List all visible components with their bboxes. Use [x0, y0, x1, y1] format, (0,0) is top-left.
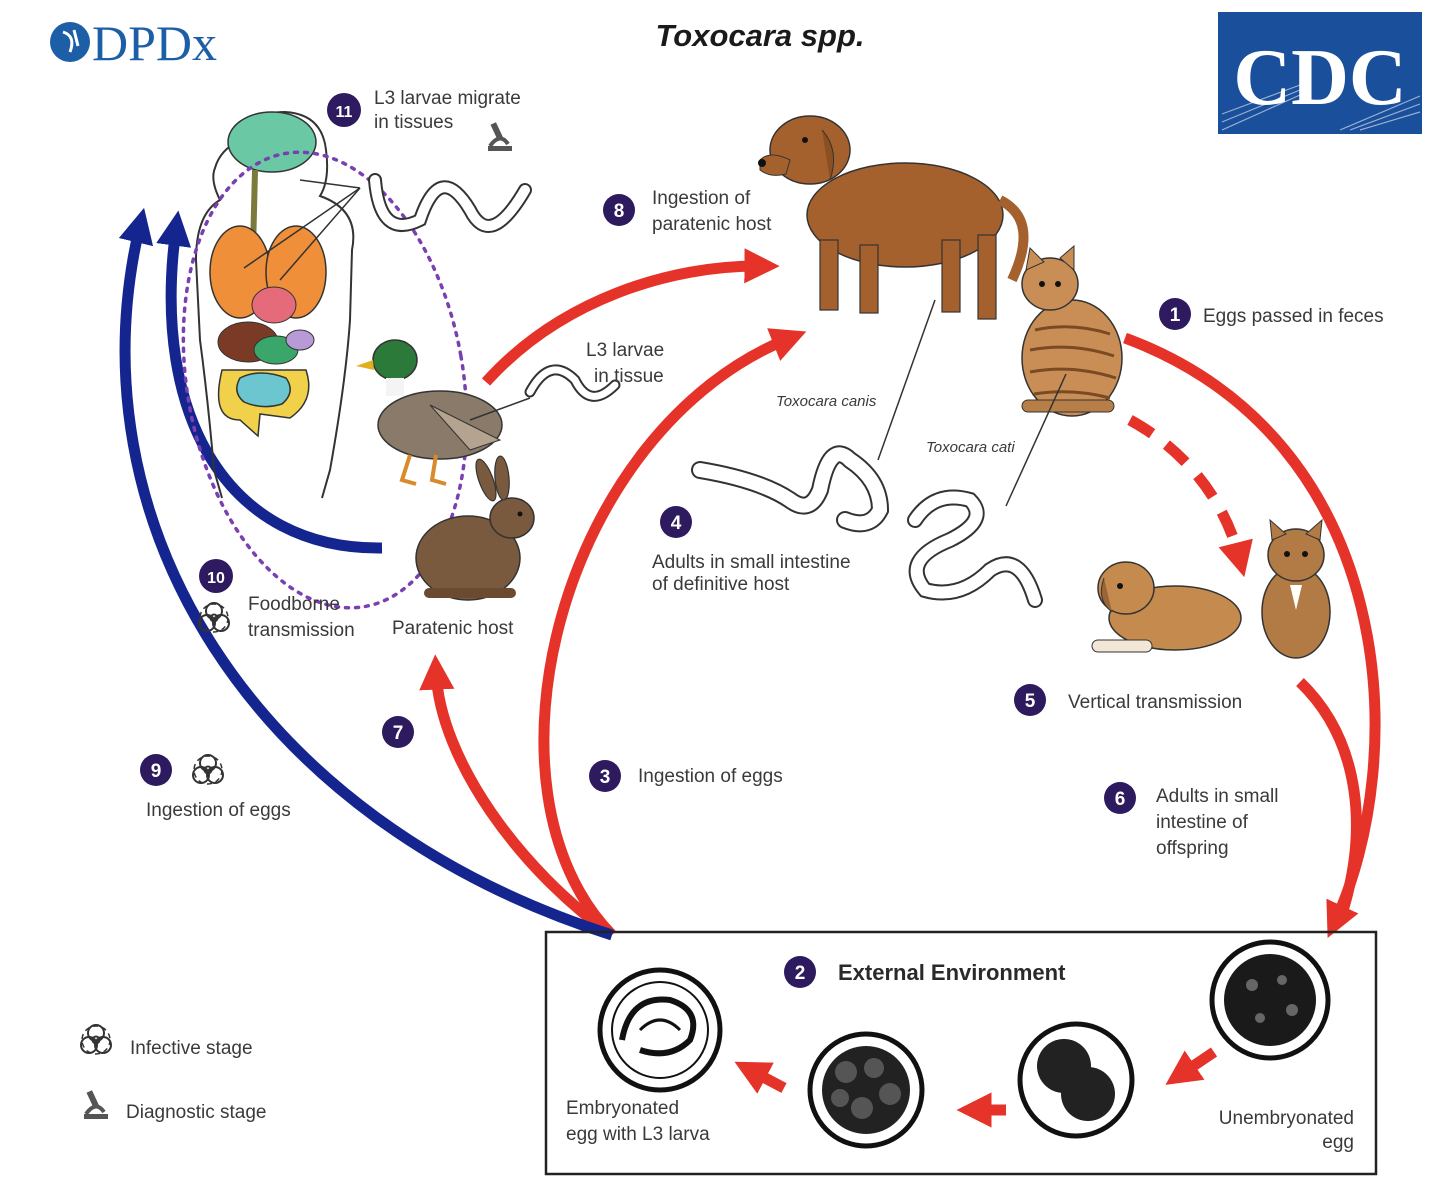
dog-illustration	[758, 115, 1029, 320]
legend-diagnostic-stage: Diagnostic stage	[126, 1102, 266, 1123]
svg-text:6: 6	[1115, 789, 1126, 810]
step-badge-5: 5	[1014, 684, 1046, 716]
brain-organ	[227, 111, 317, 173]
cdc-logo: CDC	[1218, 12, 1422, 134]
l3-tissue-label-line2: in tissue	[594, 366, 664, 387]
legend-infective-stage: Infective stage	[130, 1038, 253, 1059]
diagram-title: Toxocara spp.	[655, 18, 864, 53]
step-badge-11: 11	[327, 93, 361, 127]
arrow-human-ingestion-eggs	[118, 207, 614, 941]
puppy-illustration	[1091, 561, 1242, 653]
svg-text:2: 2	[795, 963, 806, 984]
step-8-label-line2: paratenic host	[652, 214, 772, 235]
svg-text:11: 11	[336, 104, 353, 121]
step-9-label: Ingestion of eggs	[146, 800, 291, 821]
svg-text:8: 8	[614, 201, 625, 222]
svg-text:9: 9	[151, 761, 162, 782]
l3-tissue-label-line1: L3 larvae	[586, 340, 664, 361]
egg-embryonated	[597, 967, 723, 1093]
svg-text:3: 3	[600, 767, 611, 788]
arrow-ingestion-paratenic	[481, 248, 780, 386]
small-intestine	[236, 372, 291, 408]
egg-cleavage-stage	[807, 1031, 925, 1149]
step-badge-4: 4	[660, 506, 692, 538]
cat-illustration	[1021, 244, 1123, 417]
step-6-label-line2: intestine of	[1156, 812, 1249, 833]
step-1-label: Eggs passed in feces	[1203, 306, 1384, 327]
dpdx-globe-icon	[50, 22, 90, 62]
step-10-label-line2: transmission	[248, 620, 355, 641]
step-badge-1: 1	[1159, 298, 1191, 330]
step-badge-8: 8	[603, 194, 635, 226]
step-3-label: Ingestion of eggs	[638, 766, 783, 787]
human-body-illustration	[194, 110, 361, 499]
step-4-label-line1: Adults in small intestine	[652, 552, 851, 573]
arrow-egg-stage-3	[734, 1061, 787, 1094]
cdc-logo-text: CDC	[1233, 34, 1406, 122]
step-8-label-line1: Ingestion of	[652, 188, 751, 209]
step-badge-2: 2	[784, 956, 816, 988]
arrow-vertical-transmission	[1127, 415, 1253, 578]
legend: Infective stage Diagnostic stage	[80, 1024, 266, 1123]
arrow-eggs-in-feces	[1123, 332, 1381, 938]
svg-text:10: 10	[207, 570, 225, 587]
arrows-layer	[118, 207, 1381, 1128]
arrow-egg-stage-1	[1165, 1047, 1218, 1085]
embryonated-label-line1: Embryonated	[566, 1098, 679, 1119]
step-badge-6: 6	[1104, 782, 1136, 814]
svg-text:7: 7	[393, 723, 404, 744]
step-11-label-line2: in tissues	[374, 112, 453, 133]
egg-unembryonated	[1209, 939, 1331, 1061]
dpdx-logo-text: DPDx	[92, 15, 217, 71]
kitten-illustration	[1261, 518, 1331, 659]
biohazard-icon	[192, 754, 224, 785]
duck-illustration	[356, 339, 503, 486]
unembryonated-label-line1: Unembryonated	[1219, 1108, 1354, 1129]
svg-text:4: 4	[671, 513, 682, 534]
step-2-label: External Environment	[838, 960, 1066, 985]
unembryonated-label-line2: egg	[1322, 1132, 1354, 1153]
step-badge-7: 7	[382, 716, 414, 748]
arrow-to-paratenic-host	[419, 654, 616, 940]
microscope-icon	[486, 120, 514, 153]
svg-text:5: 5	[1025, 691, 1036, 712]
step-6-label-line1: Adults in small	[1156, 786, 1279, 807]
egg-two-cell-stage	[1017, 1021, 1135, 1139]
step-badge-3: 3	[589, 760, 621, 792]
external-environment-box	[544, 930, 1378, 1176]
step-10-label-line1: Foodborne	[248, 594, 340, 615]
step-badge-9: 9	[140, 754, 172, 786]
toxocara-cati-label: Toxocara cati	[926, 439, 1015, 456]
paratenic-host-label: Paratenic host	[392, 618, 514, 639]
microscope-icon	[82, 1088, 110, 1121]
heart-organ	[251, 286, 297, 324]
step-4-label-line2: of definitive host	[652, 574, 790, 595]
biohazard-icon	[80, 1024, 112, 1055]
svg-text:1: 1	[1170, 305, 1181, 326]
tissue-migration-boundary	[181, 150, 469, 610]
step-11-label-line1: L3 larvae migrate	[374, 88, 521, 109]
rabbit-illustration	[415, 455, 535, 601]
step-6-label-line3: offspring	[1156, 838, 1229, 859]
step-badge-10: 10	[199, 559, 233, 593]
dpdx-logo: DPDx	[50, 15, 217, 71]
step-5-label: Vertical transmission	[1068, 692, 1242, 713]
arrow-offspring-to-env	[1296, 678, 1362, 922]
toxocara-canis-label: Toxocara canis	[776, 393, 877, 410]
arrow-ingestion-of-eggs	[538, 328, 807, 939]
embryonated-label-line2: egg with L3 larva	[566, 1124, 710, 1145]
